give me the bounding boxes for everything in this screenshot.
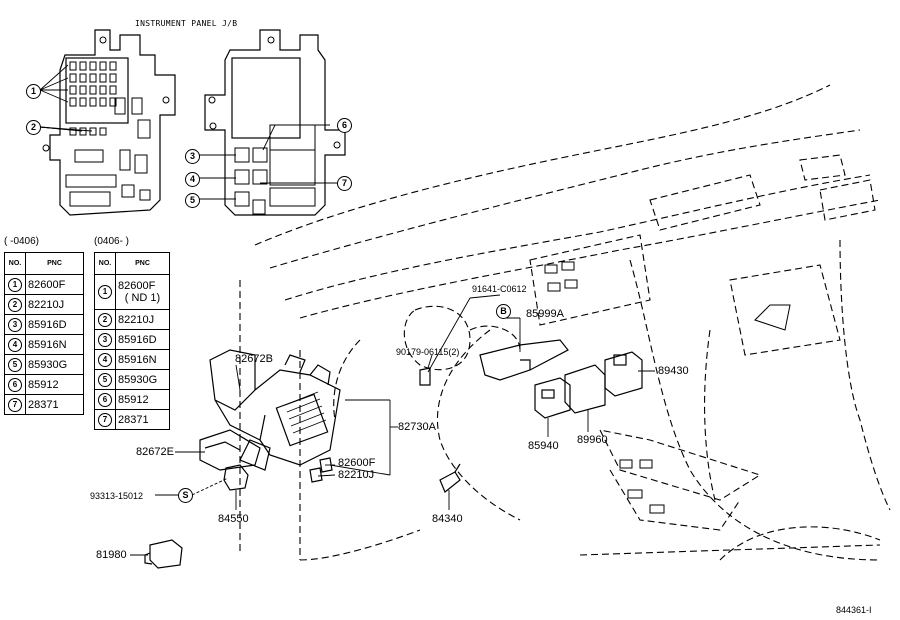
junction-leaders [39,64,337,200]
part-label-82730A: 82730A [398,421,436,433]
row-number: 1 [8,277,22,292]
row-number: 2 [8,297,22,312]
callout-6: 6 [337,118,352,133]
part-leaders [130,294,655,556]
connector-parts [144,339,643,569]
callout-b: B [496,304,511,319]
row-pnc: 28371 [115,409,170,430]
part-label-93313-15012: 93313-15012 [90,491,144,501]
row-pnc: 85916N [115,349,170,370]
row-pnc: 85930G [115,369,170,390]
row-pnc: 85916D [25,314,84,335]
callout-7: 7 [337,176,352,191]
row-pnc: 85916D [115,329,170,350]
dash-vents [544,261,791,514]
junction-block-rear [204,29,346,216]
row-number: 2 [98,312,112,327]
row-number: 4 [98,352,112,367]
row-number: 1 [98,285,112,299]
part-label-85999A: 85999A [526,308,564,320]
row-number: 6 [8,377,22,392]
callout-4: 4 [185,172,200,187]
part-label-82600F: 82600F [338,457,376,469]
junction-block-title: INSTRUMENT PANEL J/B [135,19,238,28]
callout-2: 2 [26,120,41,135]
row-pnc: 85912 [25,374,84,395]
row-number: 5 [98,372,112,387]
part-label-85940: 85940 [528,440,559,452]
part-label-89960: 89960 [577,434,608,446]
table-1-range: ( -0406) [4,236,40,247]
row-pnc: 82210J [115,309,170,330]
part-label-91641-C0612: 91641-C0612 [472,284,527,294]
part-label-89430: 89430 [658,365,689,377]
row-number: 4 [8,337,22,352]
row-number: 3 [8,317,22,332]
part-label-84550: 84550 [218,513,249,525]
part-label-84340: 84340 [432,513,463,525]
row-pnc: 28371 [25,394,84,415]
part-label-90179-06115: 90179-06115(2) [396,347,460,357]
dashboard-outline [239,84,891,561]
row-pnc: 82210J [25,294,84,315]
main-junction-assembly [199,349,341,471]
row-pnc: 85930G [25,354,84,375]
part-label-82672E: 82672E [136,446,174,458]
table-header-pnc: PNC [115,252,170,275]
illustration-id: 844361-I [836,605,872,615]
row-pnc: 82600F [25,274,84,295]
table-row: 1 82600F( ND 1) [94,274,170,310]
row-number: 6 [98,392,112,407]
row-number: 5 [8,357,22,372]
callout-s: S [178,488,193,503]
row-number: 7 [8,397,22,412]
part-label-82672B: 82672B [235,353,273,365]
row-pnc: 85912 [115,389,170,410]
part-label-82210J: 82210J [338,469,375,481]
table-header-no: NO. [4,252,26,275]
part-label-81980: 81980 [96,549,127,561]
table-header-no: NO. [94,252,116,275]
callout-3: 3 [185,149,200,164]
row-number: 3 [98,332,112,347]
callout-5: 5 [185,193,200,208]
row-number: 7 [98,412,112,427]
table-header-pnc: PNC [25,252,84,275]
callout-1: 1 [26,84,41,99]
row-note: ( ND 1) [124,292,161,304]
junction-block-front [42,29,176,216]
table-2-range: (0406- ) [94,236,130,247]
row-pnc: 82600F [118,280,156,292]
row-pnc: 85916N [25,334,84,355]
